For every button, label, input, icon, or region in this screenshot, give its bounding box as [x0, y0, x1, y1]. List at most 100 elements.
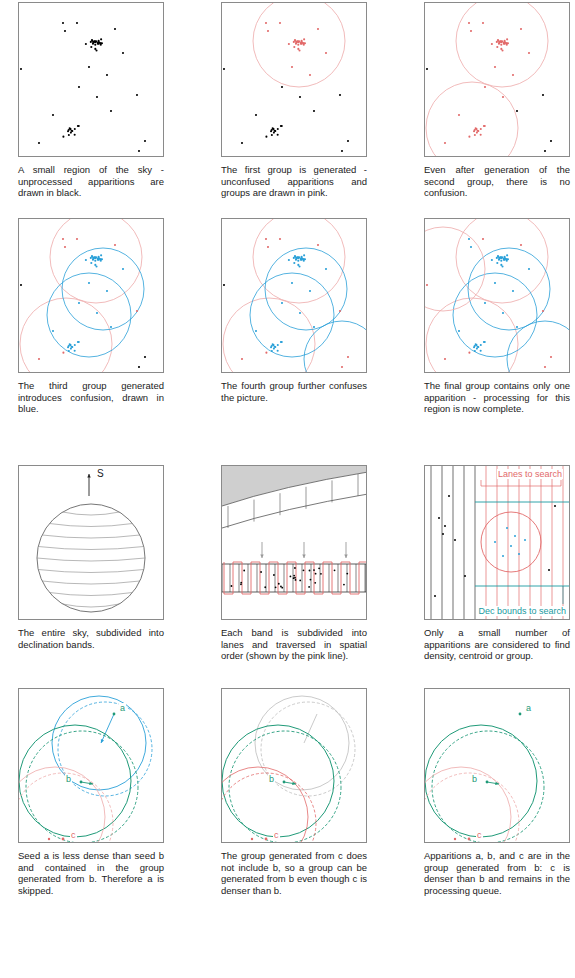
group-circle [250, 273, 334, 357]
panel-illustration [19, 3, 163, 156]
apparition-dot [273, 132, 275, 134]
apparition-dot [291, 66, 293, 68]
apparition-dot [341, 366, 343, 368]
line [306, 487, 307, 509]
apparition-dot [313, 110, 315, 112]
apparition-dot [62, 22, 64, 24]
apparition-dot [301, 257, 303, 259]
panel-label: c [476, 830, 483, 840]
line [280, 493, 281, 515]
line [442, 466, 443, 619]
apparition-dot [62, 238, 64, 240]
apparition-dot [297, 41, 299, 43]
apparition-dot [303, 38, 305, 40]
apparition-dot [114, 28, 116, 30]
apparition-dot [68, 134, 70, 136]
apparition-dot [309, 290, 311, 292]
apparition-dot [554, 505, 556, 507]
panel-illustration [222, 3, 366, 156]
apparition-dot [483, 341, 485, 343]
panel-illustration [222, 466, 366, 619]
panel-label: a [525, 703, 532, 713]
group-circle [47, 273, 131, 357]
apparition-dot [98, 41, 100, 43]
figure-panel: The first group is generated - unconfuse… [221, 2, 367, 157]
line [519, 466, 520, 619]
group-circle [37, 504, 145, 612]
apparition-dot [542, 94, 544, 96]
apparition-dot [301, 41, 303, 43]
group-circle [453, 273, 537, 357]
apparition-dot [281, 587, 283, 589]
line [508, 466, 509, 619]
apparition-dot [90, 46, 92, 48]
apparition-dot [76, 22, 78, 24]
panel-label: b [65, 774, 72, 784]
apparition-dot [504, 257, 506, 259]
apparition-dot [303, 569, 305, 571]
apparition-dot [264, 586, 266, 588]
apparition-dot [297, 44, 299, 46]
apparition-dot [280, 341, 282, 343]
apparition-dot [271, 134, 273, 136]
apparition-dot [499, 256, 501, 258]
panel-caption: Seed a is less dense than seed b and con… [18, 850, 164, 896]
panel-caption: The final group contains only one appari… [424, 380, 570, 415]
declination-band [49, 524, 132, 527]
apparition-dot [281, 302, 283, 304]
apparition-dot [507, 258, 509, 260]
apparition-dot [100, 38, 102, 40]
apparition-dot [301, 41, 303, 43]
panel-illustration [19, 219, 163, 372]
panel-caption: The group generated from c does not incl… [221, 850, 367, 896]
declination-band [63, 604, 120, 607]
figure-panel: SThe entire sky, subdivided into declina… [18, 465, 164, 620]
apparition-dot [38, 142, 40, 144]
line [561, 480, 562, 486]
apparition-dot [240, 583, 242, 585]
figure-panel: The third group generated introduces con… [18, 218, 164, 373]
line [332, 480, 333, 502]
apparition-dot [520, 244, 522, 246]
apparition-dot [477, 130, 479, 132]
apparition-dot [98, 257, 100, 259]
apparition-dot [293, 577, 295, 579]
apparition-dot [454, 539, 456, 541]
apparition-dot [78, 341, 80, 343]
arrow-head [260, 554, 263, 558]
apparition-dot [95, 265, 97, 267]
apparition-dot [299, 580, 301, 582]
apparition-dot [303, 254, 305, 256]
panel-caption: Even after generation of the second grou… [424, 164, 570, 199]
apparition-dot [347, 140, 349, 142]
apparition-dot [279, 238, 281, 240]
apparition-dot [138, 366, 140, 368]
apparition-dot [275, 586, 277, 588]
apparition-dot [339, 94, 341, 96]
apparition-dot [496, 262, 498, 264]
group-circle [456, 219, 548, 303]
panel-illustration [425, 219, 569, 372]
apparition-dot [77, 341, 79, 343]
group-circle [425, 227, 485, 311]
apparition-dot [136, 94, 138, 96]
panel-illustration [222, 219, 366, 372]
figure-panel: bcThe group generated from c does not in… [221, 688, 367, 843]
apparition-dot [514, 535, 516, 537]
apparition-dot [255, 114, 257, 116]
apparition-dot [438, 517, 440, 519]
declination-band [37, 558, 145, 561]
line [239, 564, 240, 592]
apparition-dot [273, 574, 275, 576]
apparition-dot [110, 110, 112, 112]
apparition-dot [474, 134, 476, 136]
group-circle [26, 731, 138, 842]
apparition-dot [480, 128, 482, 130]
apparition-dot [497, 39, 499, 41]
arrow-head [302, 554, 305, 558]
arrow-head [101, 739, 104, 743]
apparition-dot [265, 238, 267, 240]
group-circle [20, 298, 112, 372]
panel-caption: Each band is subdivided into lanes and t… [221, 627, 367, 662]
panel-label: S [96, 469, 105, 479]
